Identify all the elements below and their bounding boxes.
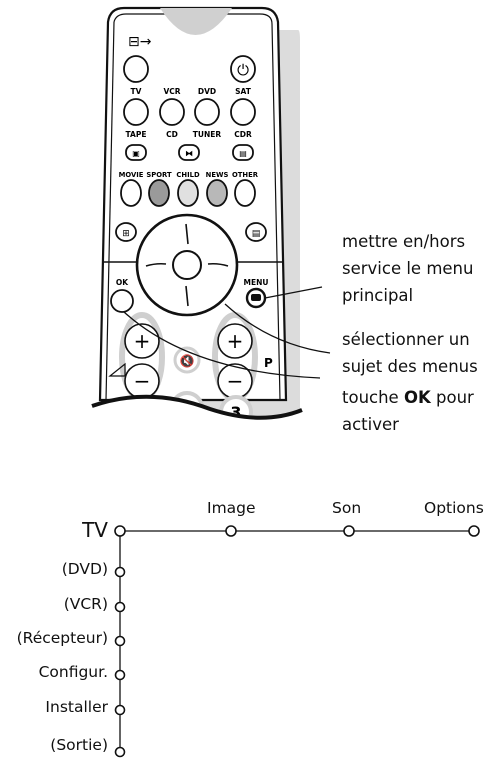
select-callout-line: sujet des menus xyxy=(342,357,478,376)
sport-button[interactable] xyxy=(148,179,170,207)
menu-side-item-vcr[interactable]: (VCR) xyxy=(63,595,108,613)
plus-icon: + xyxy=(134,329,151,353)
installer-node[interactable] xyxy=(114,704,126,716)
tv-node xyxy=(114,525,126,537)
menu-side-item-installer[interactable]: Installer xyxy=(45,698,108,716)
subtitle-icon: ▤ xyxy=(239,149,247,158)
child-label: CHILD xyxy=(176,171,200,179)
ok-callout-pre: touche xyxy=(342,388,404,407)
plus-icon: + xyxy=(227,329,244,353)
select-leader-line xyxy=(224,303,331,354)
sat-button[interactable] xyxy=(230,98,256,126)
minus-icon: − xyxy=(227,369,244,393)
remote-inner-edge-left xyxy=(105,21,115,401)
vcr-node[interactable] xyxy=(114,601,126,613)
info-button[interactable] xyxy=(245,222,267,242)
menu-callout-line: service le menu xyxy=(342,259,474,278)
volume-wedge-icon xyxy=(108,362,126,377)
menu-icon xyxy=(251,294,261,301)
ok-callout-post: pour xyxy=(430,388,474,407)
source-button[interactable] xyxy=(123,55,149,83)
menu-root-label: TV xyxy=(82,518,108,542)
tv-button[interactable] xyxy=(123,98,149,126)
remote-cutoff xyxy=(88,397,304,490)
tv-label: TV xyxy=(131,87,142,96)
dvd-node[interactable] xyxy=(114,566,126,578)
mute-icon: 🔇 xyxy=(180,354,195,368)
image-node[interactable] xyxy=(225,525,237,537)
menu-top-item-options[interactable]: Options xyxy=(424,499,484,517)
movie-button[interactable] xyxy=(120,179,142,207)
p-label: P xyxy=(264,356,273,370)
son-node[interactable] xyxy=(343,525,355,537)
movie-label: MOVIE xyxy=(119,171,144,179)
menu-label: MENU xyxy=(244,278,269,287)
news-label: NEWS xyxy=(206,171,229,179)
dvd-button[interactable] xyxy=(194,98,220,126)
tape-label: TAPE xyxy=(126,130,147,139)
configur-node[interactable] xyxy=(114,669,126,681)
number-3-label: 3 xyxy=(230,403,241,422)
select-callout-line: sélectionner un xyxy=(342,330,470,349)
cd-label: CD xyxy=(166,130,178,139)
remote-inner-edge xyxy=(113,13,281,401)
freeze-button[interactable] xyxy=(178,144,200,161)
recepteur-node[interactable] xyxy=(114,635,126,647)
cdr-label: CDR xyxy=(234,130,252,139)
dpad-center[interactable] xyxy=(172,250,202,280)
options-node[interactable] xyxy=(468,525,480,537)
vcr-label: VCR xyxy=(163,87,180,96)
remote-control: ⊟→ ⏻ TV VCR DVD SAT TAPE CD TUNER CDR ▣ … xyxy=(88,6,331,490)
dpad-left[interactable] xyxy=(145,262,167,267)
power-button[interactable] xyxy=(230,55,256,83)
info-icon: ▤ xyxy=(252,229,261,239)
vcr-button[interactable] xyxy=(159,98,185,126)
other-button[interactable] xyxy=(234,179,256,207)
ok-callout-line: touche OK pour xyxy=(342,384,474,411)
ok-callout-line: activer xyxy=(342,415,399,434)
ir-window xyxy=(160,8,232,35)
sport-label: SPORT xyxy=(146,171,172,179)
ok-callout-bold: OK xyxy=(403,388,431,407)
sat-label: SAT xyxy=(235,87,252,96)
menu-callout-line: mettre en/hors xyxy=(342,232,466,251)
ok-button[interactable] xyxy=(110,289,134,313)
ok-callout: touche OK pour activer xyxy=(342,384,474,438)
power-icon: ⏻ xyxy=(237,61,249,79)
subtitle-button[interactable] xyxy=(232,144,254,161)
menu-side-item-dvd[interactable]: (DVD) xyxy=(61,560,108,578)
news-button[interactable] xyxy=(206,179,228,207)
program-up-button[interactable] xyxy=(217,323,253,359)
teletext-button[interactable] xyxy=(115,222,137,242)
ok-label: OK xyxy=(116,278,129,287)
child-button[interactable] xyxy=(177,179,199,207)
ok-leader-line xyxy=(123,311,321,379)
menu-callout: mettre en/hors service le menu principal xyxy=(342,228,473,309)
source-icon: ⊟→ xyxy=(128,34,152,50)
menu-side-item-sortie[interactable]: (Sortie) xyxy=(50,736,108,754)
menu-side-item-recepteur[interactable]: (Récepteur) xyxy=(16,629,108,647)
dpad-down[interactable] xyxy=(185,285,189,307)
pip-icon: ▣ xyxy=(132,149,140,158)
freeze-icon: ⧓ xyxy=(185,149,193,158)
dpad-up[interactable] xyxy=(185,223,189,245)
dpad-right[interactable] xyxy=(207,262,229,267)
other-label: OTHER xyxy=(232,171,259,179)
sortie-node[interactable] xyxy=(114,746,126,758)
select-callout: sélectionner un sujet des menus xyxy=(342,326,478,380)
menu-side-item-configur[interactable]: Configur. xyxy=(38,663,108,681)
dvd-label: DVD xyxy=(198,87,216,96)
tuner-label: TUNER xyxy=(193,130,222,139)
minus-icon: − xyxy=(134,369,151,393)
menu-top-item-son[interactable]: Son xyxy=(332,499,362,517)
remote-cut-wave xyxy=(91,394,303,420)
menu-tree-lines xyxy=(114,525,480,758)
menu-callout-line: principal xyxy=(342,286,414,305)
pip-button[interactable] xyxy=(125,144,147,161)
menu-leader-line xyxy=(264,286,323,299)
menu-top-item-image[interactable]: Image xyxy=(207,499,256,517)
menu-tree-diagram: TV Image Son Options (DVD) (VCR) (Récept… xyxy=(0,490,497,761)
teletext-icon: ⊞ xyxy=(122,229,130,239)
